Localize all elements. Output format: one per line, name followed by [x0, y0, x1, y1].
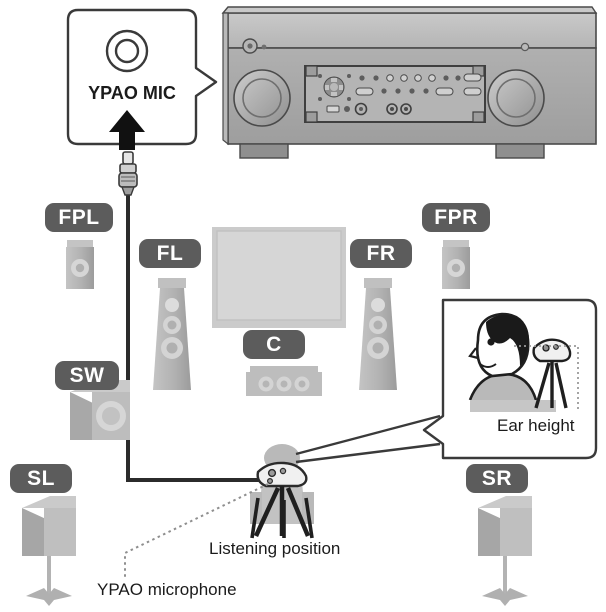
ypao-microphone-label: YPAO microphone [97, 580, 237, 600]
badge-c: C [243, 330, 305, 359]
ypao-mic-label: YPAO MIC [68, 83, 196, 104]
listening-position-leader [250, 497, 314, 539]
av-receiver [221, 6, 598, 159]
mic-plug-connector [118, 151, 138, 196]
up-arrow-icon [109, 110, 145, 150]
ypao-microphone-label-text: YPAO microphone [97, 580, 237, 599]
badge-sr-text: SR [481, 467, 513, 490]
ypao-mic-cable [126, 168, 300, 482]
input-selector-knob [233, 69, 291, 127]
speaker-front-presence-left [66, 240, 94, 289]
person-with-mic-tripod-icon [468, 312, 579, 412]
badge-sw: SW [55, 361, 119, 390]
badge-fl-text: FL [156, 242, 184, 265]
listening-position-label: Listening position [209, 539, 340, 559]
tv-screen [216, 230, 342, 321]
speaker-front-left [153, 278, 191, 390]
badge-fr-text: FR [366, 242, 396, 265]
badge-fpl: FPL [45, 203, 113, 232]
speaker-surround-left [22, 496, 76, 606]
badge-fpr: FPR [422, 203, 490, 232]
listening-position-figure [250, 444, 314, 537]
ypao-mic-callout-bubble [66, 8, 218, 150]
listening-position-label-text: Listening position [209, 539, 341, 558]
badge-sr: SR [466, 464, 528, 493]
indicator-led-icon [261, 44, 267, 50]
badge-c-text: C [266, 333, 282, 356]
television [212, 227, 346, 328]
speaker-surround-right [478, 496, 532, 606]
ear-height-callout-bubble [295, 298, 598, 464]
ypao-mic-label-text: YPAO MIC [88, 83, 176, 103]
front-control-panel [304, 65, 486, 123]
speaker-subwoofer [70, 380, 130, 440]
badge-fl: FL [139, 239, 201, 268]
speaker-front-right [359, 278, 397, 390]
mic-jack-icon [105, 29, 149, 73]
badge-fpr-text: FPR [434, 206, 478, 229]
badge-sw-text: SW [69, 364, 105, 387]
ear-height-label: Ear height [497, 416, 575, 436]
badge-sl-text: SL [27, 467, 55, 490]
badge-sl: SL [10, 464, 72, 493]
ear-height-label-text: Ear height [497, 416, 575, 435]
badge-fr: FR [350, 239, 412, 268]
speaker-center [246, 366, 322, 396]
volume-knob [487, 69, 545, 127]
ypao-microphone-leader [124, 483, 269, 578]
cursor-pad-icon [318, 74, 351, 101]
badge-fpl-text: FPL [58, 206, 100, 229]
usb-port-icon [326, 105, 340, 113]
speaker-front-presence-right [442, 240, 470, 289]
